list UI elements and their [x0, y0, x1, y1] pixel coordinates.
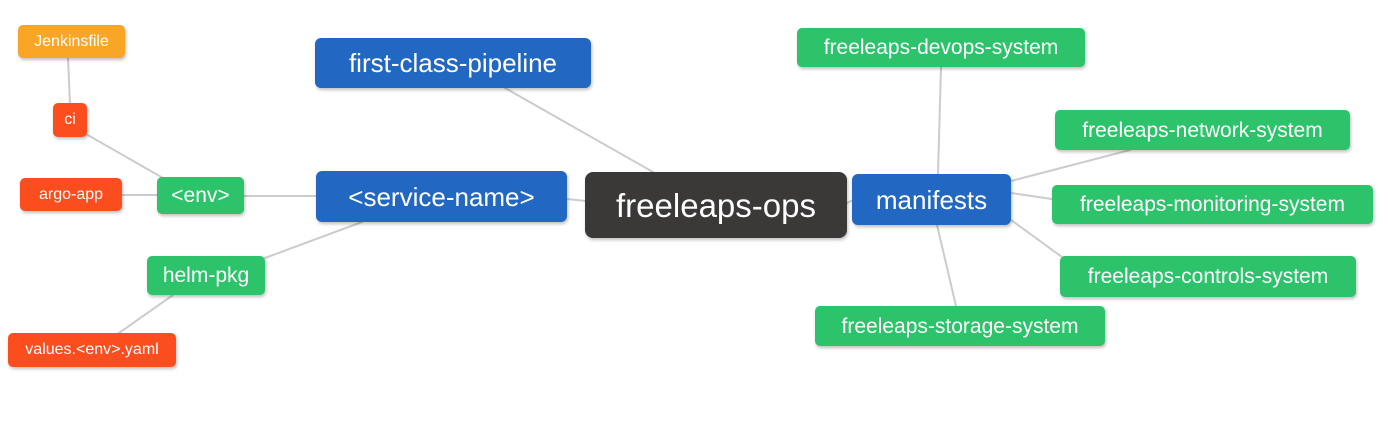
node-first-class-pipeline[interactable]: first-class-pipeline	[315, 38, 591, 88]
node-env[interactable]: <env>	[157, 177, 244, 214]
node-manifests[interactable]: manifests	[852, 174, 1011, 225]
edge-service-name-root	[566, 198, 587, 202]
edge-pipeline-root	[504, 87, 654, 173]
edge-jenkinsfile-ci	[67, 57, 71, 105]
node-argo-app[interactable]: argo-app	[20, 178, 122, 211]
node-freeleaps-controls-system[interactable]: freeleaps-controls-system	[1060, 256, 1356, 297]
node-service-name[interactable]: <service-name>	[316, 171, 567, 222]
edge-manifests-devops	[937, 66, 942, 175]
edge-service-name-helm-pkg	[264, 221, 363, 259]
edge-manifests-monitoring	[1010, 192, 1053, 200]
node-freeleaps-storage-system[interactable]: freeleaps-storage-system	[815, 306, 1105, 346]
node-values-env-yaml[interactable]: values.<env>.yaml	[8, 333, 176, 367]
node-ci[interactable]: ci	[53, 103, 87, 137]
node-helm-pkg[interactable]: helm-pkg	[147, 256, 265, 295]
node-freeleaps-monitoring-system[interactable]: freeleaps-monitoring-system	[1052, 185, 1373, 224]
edge-manifests-storage	[936, 224, 957, 307]
edge-helm-pkg-values	[118, 294, 174, 334]
edge-manifests-network	[1010, 149, 1131, 182]
edge-ci-env	[85, 133, 164, 179]
node-freeleaps-devops-system[interactable]: freeleaps-devops-system	[797, 28, 1085, 67]
node-freeleaps-network-system[interactable]: freeleaps-network-system	[1055, 110, 1350, 150]
node-jenkinsfile[interactable]: Jenkinsfile	[18, 25, 125, 58]
node-freeleaps-ops[interactable]: freeleaps-ops	[585, 172, 847, 238]
edge-manifests-controls	[1010, 219, 1063, 258]
